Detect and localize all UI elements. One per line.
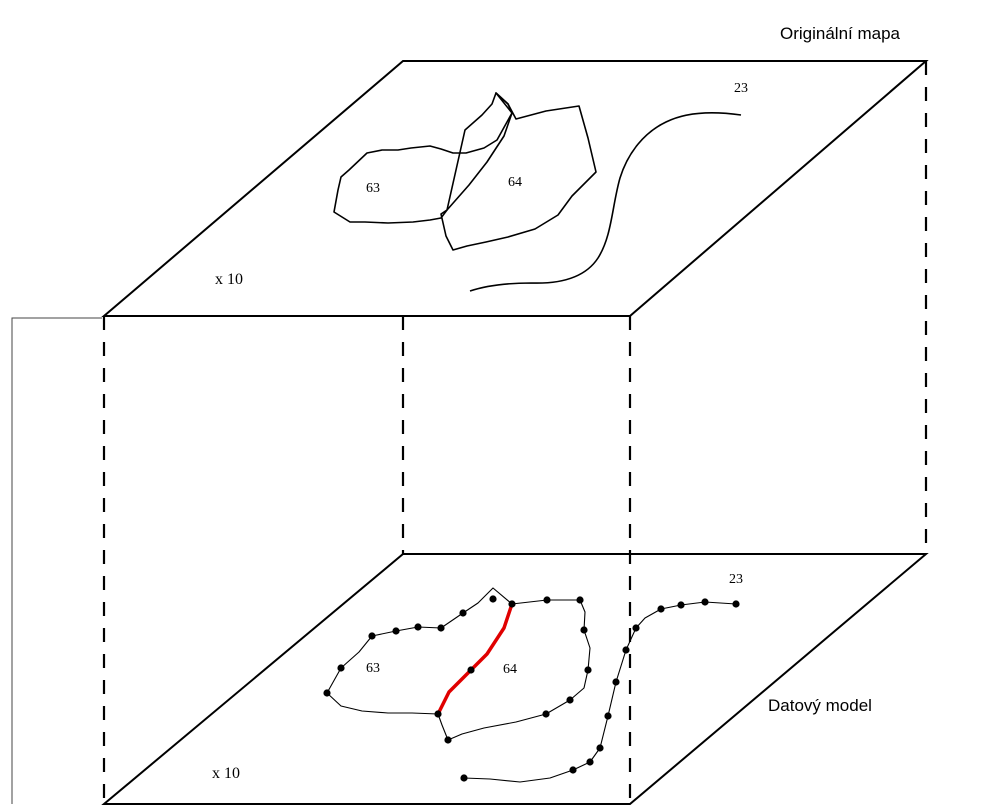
vertex <box>586 758 594 766</box>
vertex <box>467 666 475 674</box>
vertex <box>323 689 331 697</box>
vertex <box>392 627 400 635</box>
vertex <box>732 600 740 608</box>
original-map-layer: Originální mapa 63 64 23 x 10 <box>101 24 929 317</box>
model-polygon-63 <box>326 587 513 715</box>
projection-lines <box>102 61 928 804</box>
vertex <box>566 696 574 704</box>
vertex <box>677 601 685 609</box>
shared-boundary-highlight <box>436 602 514 716</box>
vertex <box>414 623 422 631</box>
vertex <box>576 596 584 604</box>
vertex <box>368 632 376 640</box>
vertex <box>543 596 551 604</box>
vertex <box>604 712 612 720</box>
original-label-63: 63 <box>366 181 380 196</box>
model-line-23 <box>463 601 737 783</box>
original-line-23 <box>469 111 742 292</box>
vertex <box>632 624 640 632</box>
left-bracket <box>11 317 102 804</box>
model-label-23: 23 <box>729 572 743 587</box>
model-label-64: 64 <box>503 662 517 677</box>
original-scale-label: x 10 <box>215 271 243 288</box>
original-label-64: 64 <box>508 175 522 190</box>
vertex <box>437 624 445 632</box>
vertex <box>596 744 604 752</box>
original-map-title: Originální mapa <box>780 24 901 43</box>
data-model-plane <box>101 553 929 805</box>
vertex <box>444 736 452 744</box>
data-model-title: Datový model <box>768 696 872 715</box>
vertex <box>612 678 620 686</box>
vertex <box>622 646 630 654</box>
original-polygon-64 <box>440 92 597 251</box>
vertex <box>489 595 497 603</box>
model-label-63: 63 <box>366 661 380 676</box>
vertex <box>459 609 467 617</box>
data-model-layer: Datový model <box>101 553 929 805</box>
model-scale-label: x 10 <box>212 765 240 782</box>
vertex <box>337 664 345 672</box>
vertex <box>584 666 592 674</box>
vertex <box>657 605 665 613</box>
vertex <box>580 626 588 634</box>
vertex <box>569 766 577 774</box>
model-vertices <box>323 595 740 782</box>
vertex <box>508 600 516 608</box>
vertex <box>460 774 468 782</box>
vertex <box>434 710 442 718</box>
vertex <box>701 598 709 606</box>
original-label-23: 23 <box>734 81 748 96</box>
original-polygon-63 <box>333 92 513 224</box>
vertex <box>542 710 550 718</box>
